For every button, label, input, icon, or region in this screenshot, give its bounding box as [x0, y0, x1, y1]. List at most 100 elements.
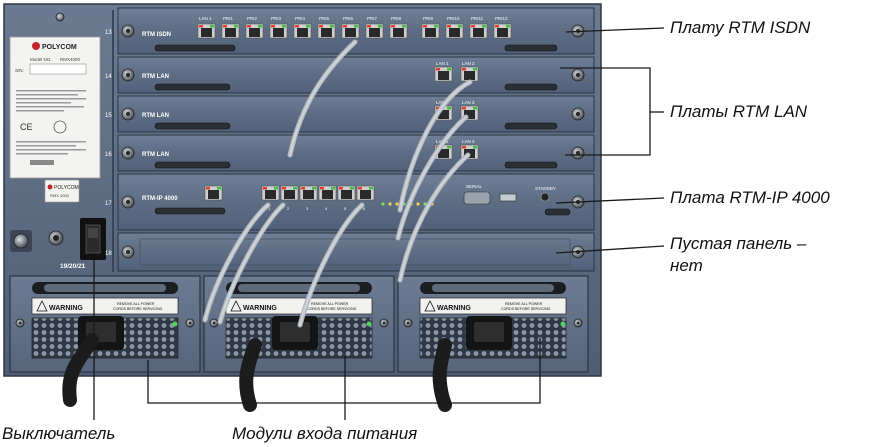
standby-button[interactable] [541, 193, 549, 201]
brand-text: POLYCOM [42, 44, 77, 51]
card-handle[interactable] [545, 209, 570, 215]
slot-number: 15 [105, 113, 112, 119]
isdn-port[interactable] [246, 24, 263, 38]
port-label: LAN 1 [199, 16, 212, 21]
isdn-port[interactable] [222, 24, 239, 38]
isdn-port[interactable] [342, 24, 359, 38]
psu-status-led [561, 322, 566, 327]
ip-port[interactable] [300, 186, 317, 200]
sn-caption: S/N: [15, 68, 24, 73]
lan-port[interactable] [461, 67, 478, 81]
switch-caption: 19/20/21 [60, 263, 86, 270]
port-label: PRI6 [343, 16, 354, 21]
callout-empty-panel-line2: нет [670, 255, 806, 277]
port-label: PRI10 [447, 16, 460, 21]
isdn-port[interactable] [494, 24, 511, 38]
ip-mgmt-port[interactable] [205, 186, 222, 200]
model-no-value: RMX4000 [60, 57, 81, 62]
slot-number: 16 [105, 152, 112, 158]
port-label: PRI3 [271, 16, 282, 21]
isdn-port[interactable] [366, 24, 383, 38]
isdn-port[interactable] [422, 24, 439, 38]
ip-port[interactable] [357, 186, 374, 200]
callout-rtm-ip: Плата RTM-IP 4000 [670, 187, 830, 209]
card-label-isdn: RTM ISDN [142, 32, 171, 38]
card-label-ip: RTM-IP 4000 [142, 196, 178, 202]
serial-label: SERIAL [466, 184, 483, 189]
power-switch[interactable] [80, 218, 106, 260]
card-label-lan: RTM LAN [142, 74, 169, 80]
card-handle[interactable] [505, 123, 557, 129]
isdn-port[interactable] [318, 24, 335, 38]
ip-port[interactable] [262, 186, 279, 200]
psu-status-led [173, 322, 178, 327]
callout-rtm-isdn: Плату RTM ISDN [670, 17, 810, 39]
port-label: PRI7 [367, 16, 378, 21]
port-label: PRI11 [471, 16, 484, 21]
isdn-port[interactable] [470, 24, 487, 38]
serial-port[interactable] [464, 192, 490, 204]
port-label: PRI1 [223, 16, 234, 21]
warning-word: WARNING [49, 305, 83, 312]
warning-text: REMOVE ALL POWER [311, 302, 349, 306]
callout-switch: Выключатель [2, 423, 115, 445]
warning-text: REMOVE ALL POWER [117, 302, 155, 306]
card-handle[interactable] [155, 123, 230, 129]
card-handle[interactable] [505, 84, 557, 90]
slot-number: 18 [105, 251, 112, 257]
isdn-port[interactable] [294, 24, 311, 38]
callout-empty-panel: Пустая панель – нет [670, 233, 806, 277]
callout-power-modules: Модули входа питания [232, 423, 417, 445]
port-label: PRI2 [247, 16, 258, 21]
card-handle[interactable] [155, 45, 235, 51]
rmx-small-label: POLYCOM RMX 4000 [45, 180, 79, 202]
lan-port[interactable] [435, 67, 452, 81]
isdn-port[interactable] [270, 24, 287, 38]
isdn-port[interactable] [390, 24, 407, 38]
port-label: PRI5 [319, 16, 330, 21]
card-handle[interactable] [155, 162, 230, 168]
card-handle[interactable] [505, 162, 557, 168]
small-brand-text: POLYCOM [54, 185, 79, 191]
model-no-caption: Model NO. [30, 57, 52, 62]
power-supply-module-3: WARNING REMOVE ALL POWERCORDS BEFORE SERV… [398, 276, 588, 372]
card-slot-6: 18 [105, 233, 594, 271]
psu-status-led [367, 322, 372, 327]
port-label: PRI8 [391, 16, 402, 21]
callout-empty-panel-line1: Пустая панель – [670, 234, 806, 253]
port-label: LAN 2 [462, 100, 475, 105]
port-label: PRI12 [495, 16, 508, 21]
card-label-lan: RTM LAN [142, 113, 169, 119]
warning-text: CORDS BEFORE SERVICING [113, 307, 163, 311]
port-label: PRI4 [295, 16, 306, 21]
callout-rtm-lan: Платы RTM LAN [670, 101, 807, 123]
ip-port[interactable] [338, 186, 355, 200]
card-label-lan: RTM LAN [142, 152, 169, 158]
warning-text: CORDS BEFORE SERVICING [501, 307, 551, 311]
ip-port[interactable] [281, 186, 298, 200]
warning-word: WARNING [243, 305, 277, 312]
warning-word: WARNING [437, 305, 471, 312]
power-supply-module-1: WARNING REMOVE ALL POWERCORDS BEFORE SERV… [10, 276, 200, 372]
port-label: LAN 1 [436, 61, 449, 66]
card-handle[interactable] [155, 208, 225, 214]
isdn-port[interactable] [446, 24, 463, 38]
usb-port[interactable] [500, 194, 516, 201]
isdn-port[interactable] [198, 24, 215, 38]
small-model-text: RMX 4000 [50, 193, 70, 198]
card-handle[interactable] [505, 45, 557, 51]
slot-number: 13 [105, 30, 112, 36]
warning-text: REMOVE ALL POWER [505, 302, 543, 306]
card-handle[interactable] [155, 84, 230, 90]
ip-port[interactable] [319, 186, 336, 200]
card-slot-3: 15RTM LANLAN 1LAN 2 [105, 96, 594, 132]
svg-text:CE: CE [20, 122, 33, 132]
port-label: PRI9 [423, 16, 434, 21]
product-label: POLYCOM Model NO. RMX4000 S/N: CE [10, 37, 100, 178]
